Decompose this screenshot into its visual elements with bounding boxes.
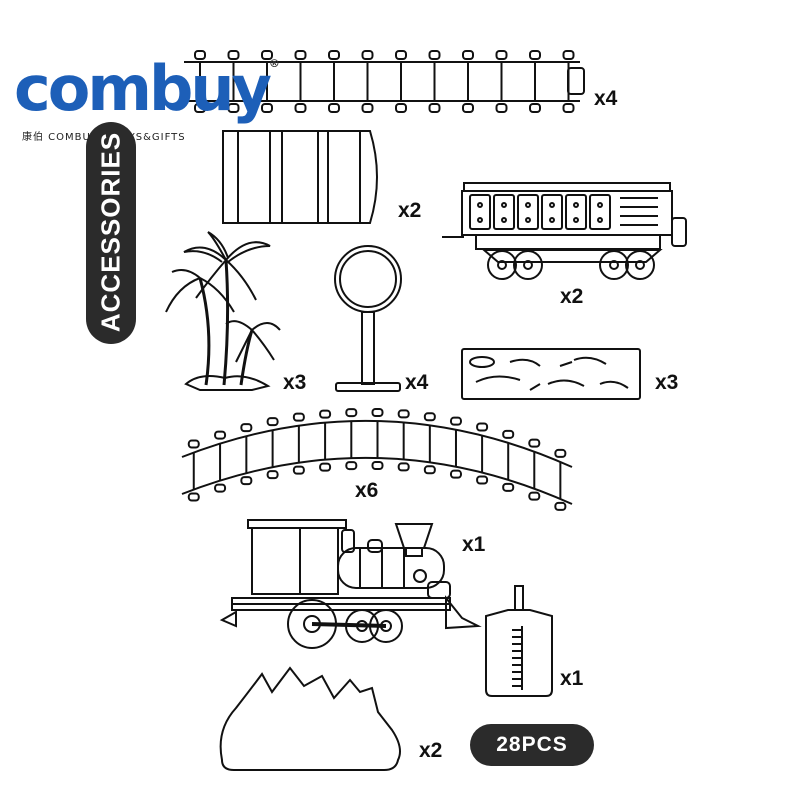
qty-locomotive: x1 xyxy=(462,533,486,556)
palm-tree-icon xyxy=(165,231,281,391)
curved-track-icon xyxy=(181,408,573,511)
registered-mark: ® xyxy=(268,57,280,70)
qty-palm-trees: x3 xyxy=(283,371,307,394)
bottle-icon xyxy=(485,585,553,697)
tunnel-icon xyxy=(222,130,378,224)
mountain-icon xyxy=(219,666,401,771)
total-pieces-badge: 28PCS xyxy=(470,724,594,766)
brand-logo: combuy® xyxy=(14,58,280,120)
plank-icon xyxy=(461,348,641,400)
qty-road-sign: x4 xyxy=(405,371,429,394)
accessories-heading-pill xyxy=(86,122,136,344)
brand-logo-text: combuy xyxy=(14,52,272,125)
qty-cargo-wagon: x2 xyxy=(560,285,584,308)
qty-bottle: x1 xyxy=(560,667,584,690)
straight-track-icon xyxy=(184,50,585,113)
road-sign-icon xyxy=(334,245,402,392)
cargo-wagon-icon xyxy=(442,182,687,280)
accessories-heading: ACCESSORIES xyxy=(95,131,126,333)
qty-mountain: x2 xyxy=(419,739,443,762)
locomotive-icon xyxy=(219,519,482,649)
qty-tunnel: x2 xyxy=(398,199,422,222)
qty-curved-track: x6 xyxy=(355,479,379,502)
qty-straight-track: x4 xyxy=(594,87,618,110)
qty-wooden-plank: x3 xyxy=(655,371,679,394)
